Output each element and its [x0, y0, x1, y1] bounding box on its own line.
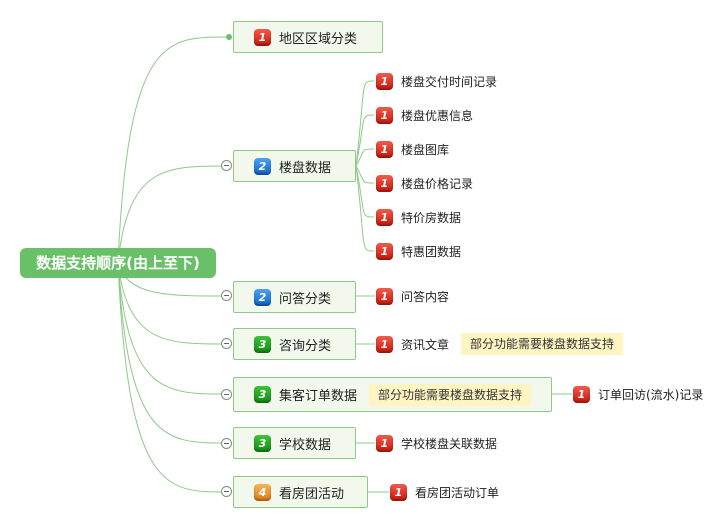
- topic-region-category[interactable]: 1 地区区域分类: [233, 21, 383, 53]
- topic-label: 咨询分类: [279, 338, 332, 354]
- branch-connector: [355, 165, 375, 218]
- priority-1-icon: 1: [376, 106, 393, 124]
- topic-lead-order-data[interactable]: 3 集客订单数据 部分功能需要楼盘数据支持: [233, 377, 552, 412]
- leaf-item[interactable]: 1 学校楼盘关联数据: [376, 433, 497, 453]
- topic-house-tour-activity[interactable]: 4 看房团活动: [233, 476, 368, 508]
- root-connector: [117, 262, 227, 493]
- branch-connector: [355, 114, 375, 167]
- collapse-toggle-icon[interactable]: [221, 486, 232, 497]
- leaf-label: 看房团活动订单: [415, 485, 500, 500]
- note-label: 部分功能需要楼盘数据支持: [461, 333, 624, 355]
- leaf-item[interactable]: 1 看房团活动订单: [390, 482, 499, 502]
- topic-label: 楼盘数据: [279, 160, 332, 176]
- priority-4-icon: 4: [254, 483, 271, 501]
- leaf-label: 特价房数据: [401, 210, 462, 225]
- root-connector: [117, 262, 227, 444]
- leaf-item[interactable]: 1 问答内容: [376, 286, 449, 306]
- collapse-toggle-icon[interactable]: [221, 338, 232, 349]
- priority-3-icon: 3: [254, 335, 271, 353]
- priority-2-icon: 2: [254, 157, 271, 175]
- branch-connector: [355, 80, 375, 167]
- priority-1-icon: 1: [573, 385, 590, 403]
- root-connector: [117, 262, 227, 395]
- leaf-item[interactable]: 1 特惠团数据: [376, 241, 461, 261]
- priority-1-icon: 1: [376, 140, 393, 158]
- topic-label: 地区区域分类: [279, 31, 358, 47]
- leaf-item[interactable]: 1 资讯文章 部分功能需要楼盘数据支持: [376, 333, 624, 355]
- topic-property-data[interactable]: 2 楼盘数据: [233, 150, 356, 182]
- leaf-label: 订单回访(流水)记录: [598, 387, 704, 402]
- branch-connector: [355, 165, 375, 184]
- priority-1-icon: 1: [376, 434, 393, 452]
- topic-label: 问答分类: [279, 291, 332, 307]
- note-label: 部分功能需要楼盘数据支持: [369, 383, 532, 406]
- priority-2-icon: 2: [254, 288, 271, 306]
- priority-1-icon: 1: [376, 287, 393, 305]
- leaf-item[interactable]: 1 楼盘优惠信息: [376, 105, 473, 125]
- priority-1-icon: 1: [390, 483, 407, 501]
- priority-1-icon: 1: [254, 28, 271, 46]
- leaf-item[interactable]: 1 楼盘图库: [376, 139, 449, 159]
- topic-label: 学校数据: [279, 437, 332, 453]
- leaf-label: 问答内容: [401, 289, 450, 304]
- leaf-label: 资讯文章: [401, 337, 450, 352]
- leaf-label: 楼盘优惠信息: [401, 108, 474, 123]
- priority-3-icon: 3: [254, 386, 271, 403]
- root-topic[interactable]: 数据支持顺序(由上至下): [20, 248, 216, 278]
- leaf-label: 楼盘交付时间记录: [401, 74, 498, 89]
- priority-1-icon: 1: [376, 335, 393, 353]
- collapse-toggle-icon[interactable]: [221, 290, 232, 301]
- branch-connector: [355, 148, 375, 167]
- topic-label: 看房团活动: [279, 486, 345, 502]
- leaf-item[interactable]: 1 特价房数据: [376, 207, 461, 227]
- root-connector: [117, 36, 227, 264]
- expand-dot-icon[interactable]: [226, 34, 232, 40]
- priority-1-icon: 1: [376, 174, 393, 192]
- root-connector: [117, 262, 227, 345]
- leaf-item[interactable]: 1 楼盘价格记录: [376, 173, 473, 193]
- leaf-label: 楼盘图库: [401, 142, 450, 157]
- priority-3-icon: 3: [254, 434, 271, 452]
- branch-connector: [355, 165, 375, 252]
- topic-label: 集客订单数据: [279, 389, 358, 404]
- topic-consult-category[interactable]: 3 咨询分类: [233, 328, 356, 360]
- leaf-item[interactable]: 1 订单回访(流水)记录: [573, 384, 703, 404]
- topic-school-data[interactable]: 3 学校数据: [233, 427, 356, 459]
- leaf-label: 楼盘价格记录: [401, 176, 474, 191]
- collapse-toggle-icon[interactable]: [221, 389, 232, 400]
- leaf-label: 特惠团数据: [401, 244, 462, 259]
- priority-1-icon: 1: [376, 72, 393, 90]
- priority-1-icon: 1: [376, 242, 393, 260]
- leaf-label: 学校楼盘关联数据: [401, 436, 498, 451]
- priority-1-icon: 1: [376, 208, 393, 226]
- collapse-toggle-icon[interactable]: [221, 160, 232, 171]
- collapse-toggle-icon[interactable]: [221, 438, 232, 449]
- topic-qa-category[interactable]: 2 问答分类: [233, 281, 356, 313]
- leaf-item[interactable]: 1 楼盘交付时间记录: [376, 71, 497, 91]
- root-connector: [117, 165, 227, 264]
